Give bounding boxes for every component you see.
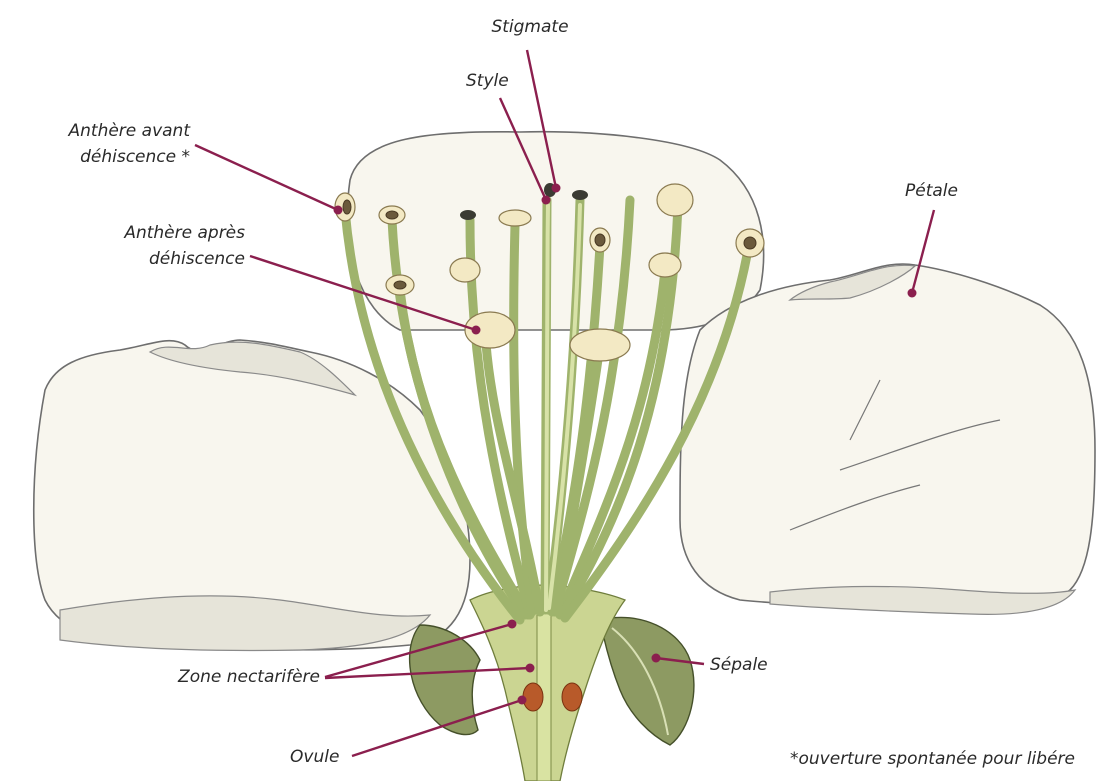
footnote: *ouverture spontanée pour libére	[790, 748, 1097, 770]
petal-right	[680, 264, 1095, 613]
label-anthere-avant-line1: Anthère avant	[40, 120, 190, 142]
label-zone-nectarifere: Zone nectarifère	[120, 666, 320, 688]
label-sepale: Sépale	[710, 654, 768, 676]
label-anthere-apres-line1: Anthère après	[90, 222, 245, 244]
label-stigmate: Stigmate	[465, 16, 595, 38]
petal-back-top	[347, 132, 763, 330]
label-petale: Pétale	[905, 180, 958, 202]
ovule-left	[523, 683, 543, 711]
label-anthere-avant-line2: déhiscence *	[40, 146, 190, 168]
sepal-right	[600, 617, 694, 745]
label-style: Style	[466, 70, 509, 92]
leader-anthere-avant	[195, 145, 338, 210]
label-anthere-apres-line2: déhiscence	[90, 248, 245, 270]
label-ovule: Ovule	[290, 746, 339, 768]
ovule-right	[562, 683, 582, 711]
